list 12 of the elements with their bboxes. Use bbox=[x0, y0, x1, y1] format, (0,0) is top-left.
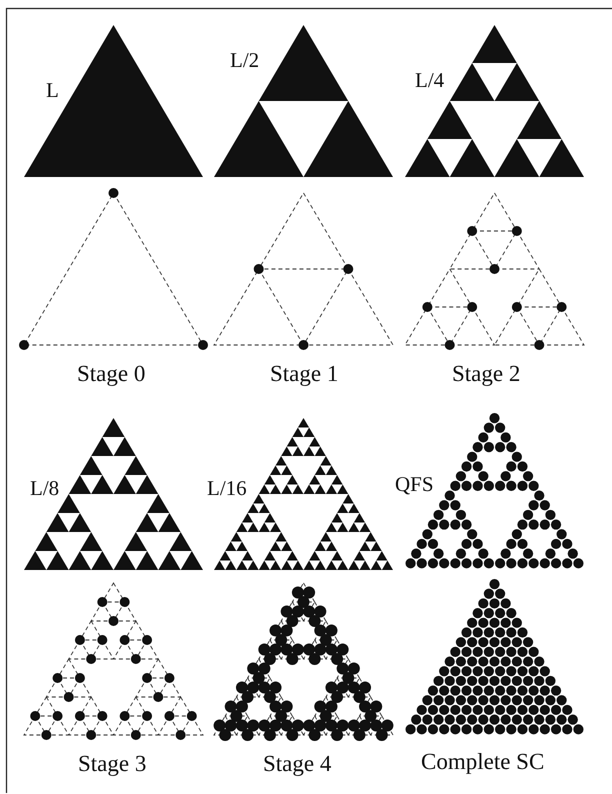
stage-label: Complete SC bbox=[421, 750, 544, 773]
text-label: QFS bbox=[395, 474, 434, 495]
length-label: L bbox=[46, 80, 59, 101]
stage-label: Stage 2 bbox=[452, 362, 520, 385]
stage-label: Stage 4 bbox=[263, 752, 332, 775]
stage-label: Stage 0 bbox=[77, 362, 146, 385]
stage-label: Stage 1 bbox=[270, 362, 338, 385]
length-label: L/2 bbox=[230, 50, 260, 71]
stage-label: Stage 3 bbox=[78, 752, 146, 775]
length-label: L/16 bbox=[207, 478, 247, 499]
length-label: L/4 bbox=[415, 70, 444, 91]
length-label: L/8 bbox=[30, 478, 60, 499]
